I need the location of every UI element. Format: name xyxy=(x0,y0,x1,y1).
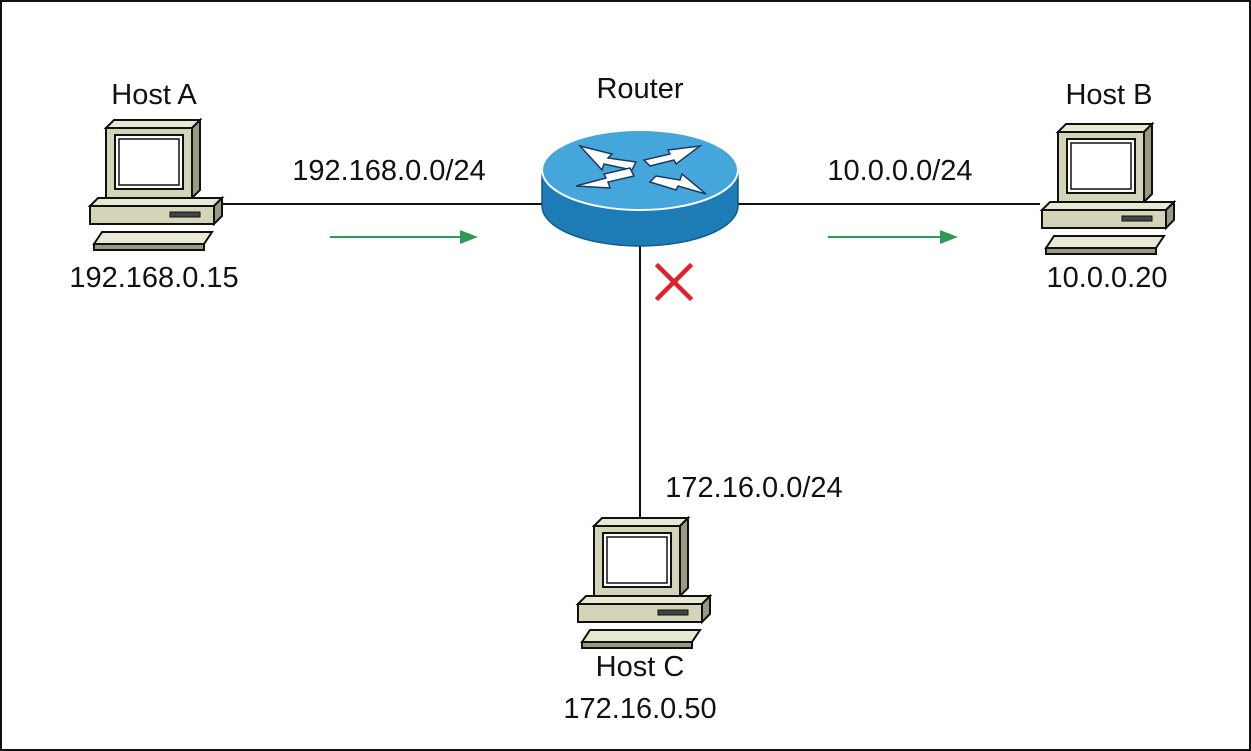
host-c-ip: 172.16.0.50 xyxy=(563,693,716,725)
host-a-name: Host A xyxy=(111,79,197,111)
host-c-name: Host C xyxy=(596,651,685,683)
host-b-name: Host B xyxy=(1065,79,1152,111)
router-icon xyxy=(541,129,739,247)
router-name: Router xyxy=(596,73,683,105)
host-a-ip: 192.168.0.15 xyxy=(69,262,238,294)
traffic-arrow-icon xyxy=(330,230,478,244)
traffic-arrow-icon xyxy=(828,230,958,244)
host-b-ip: 10.0.0.20 xyxy=(1047,262,1168,294)
network-label-a-router: 192.168.0.0/24 xyxy=(292,155,486,187)
x-mark-icon xyxy=(654,262,694,302)
network-label-router-c: 172.16.0.0/24 xyxy=(665,472,842,504)
network-label-router-b: 10.0.0.0/24 xyxy=(827,155,972,187)
